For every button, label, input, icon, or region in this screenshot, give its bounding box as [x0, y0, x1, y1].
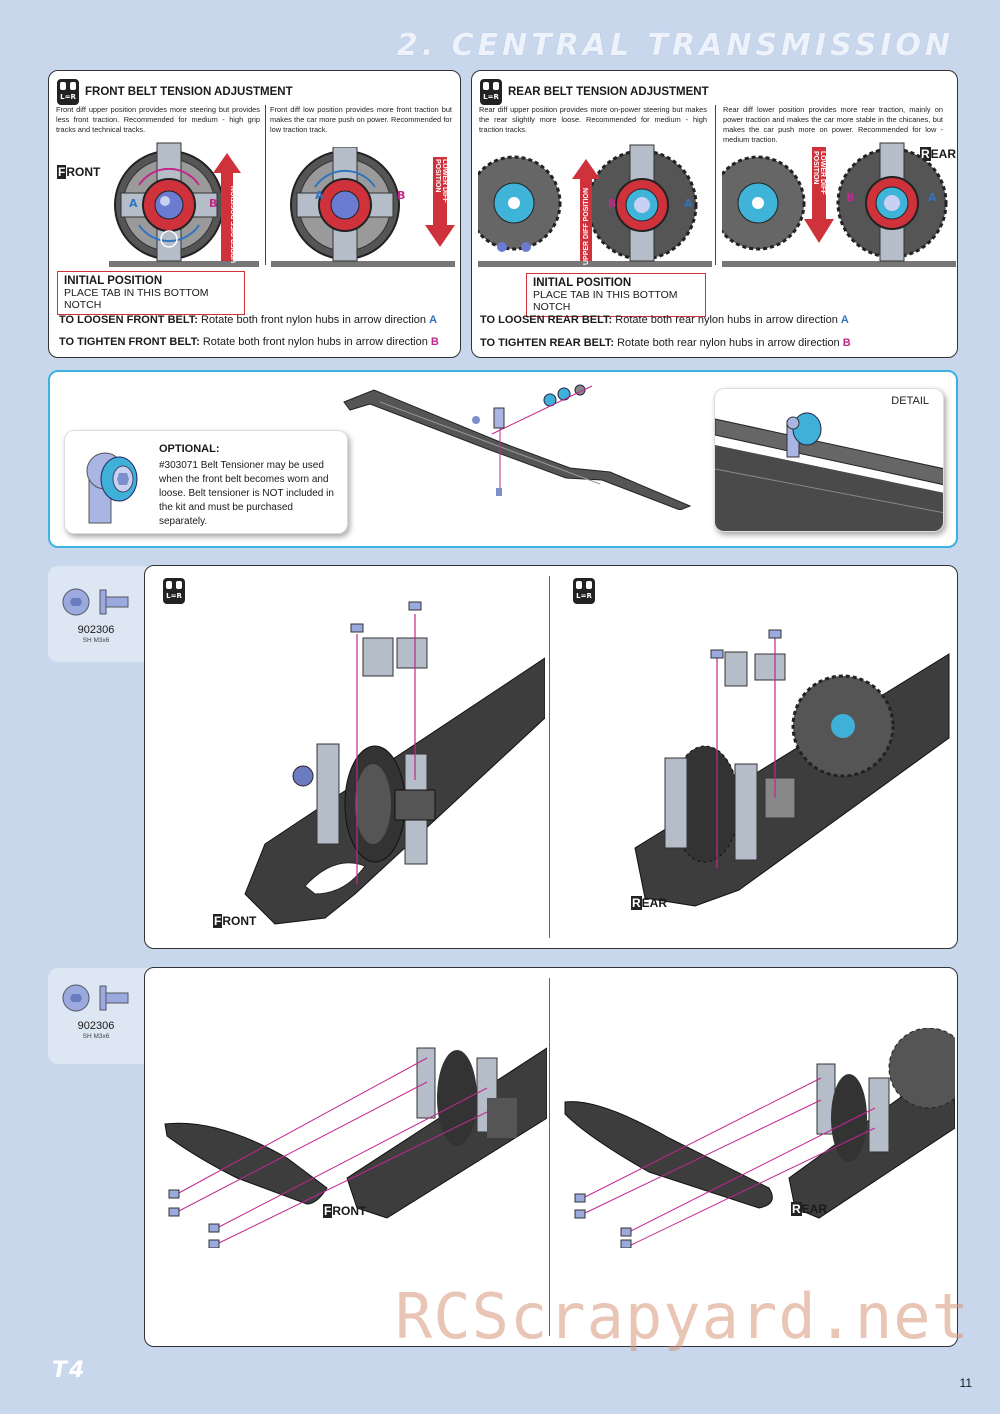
front-side-label: FRONT: [58, 165, 101, 179]
front-lower-description: Front diff low position provides more fr…: [270, 105, 452, 134]
page-number: 11: [959, 1376, 972, 1390]
rear-belt-panel: L=R REAR BELT TENSION ADJUSTMENT Rear di…: [471, 70, 958, 358]
front-lower-arrow-label: LOWER DIFF POSITION: [434, 159, 448, 203]
rear-tighten-label: TO TIGHTEN REAR BELT:: [480, 337, 615, 349]
step2-rear-label: REAR: [792, 1202, 828, 1216]
front-panel-divider: [265, 105, 266, 265]
step2-rear-assembly: [564, 1028, 955, 1248]
front-tighten-text: Rotate both front nylon hubs in arrow di…: [202, 336, 428, 348]
rear-tighten-letter: B: [842, 337, 851, 349]
step1-rear-label: REAR: [632, 896, 668, 910]
front-belt-panel: L=R FRONT BELT TENSION ADJUSTMENT Front …: [48, 70, 461, 358]
front-initial-title: INITIAL POSITION: [64, 275, 163, 287]
front-diff-lower-illustration: [271, 147, 455, 267]
step1-front-lr-icon: L=R: [163, 578, 185, 604]
detail-callout: DETAIL: [714, 388, 944, 532]
detail-label: DETAIL: [891, 395, 929, 407]
front-loosen-text: Rotate both front nylon hubs in arrow di…: [201, 314, 427, 326]
step2-divider: [549, 978, 550, 1336]
rear-loosen-label: TO LOOSEN REAR BELT:: [480, 314, 613, 326]
front-loosen-instruction: TO LOOSEN FRONT BELT: Rotate both front …: [59, 314, 437, 326]
chassis-plate-tensioner-exploded: [343, 384, 692, 510]
rear-tighten-instruction: TO TIGHTEN REAR BELT: Rotate both rear n…: [480, 337, 851, 349]
step1-rear-lr-icon: L=R: [573, 578, 595, 604]
page-title: 2. CENTRAL TRANSMISSION: [396, 28, 954, 63]
step2-panel: FRONT REAR: [144, 967, 958, 1347]
rear-loosen-text: Rotate both rear nylon hubs in arrow dir…: [615, 314, 838, 326]
lr-symmetry-icon: L=R: [57, 79, 79, 105]
rear-upper-hub-b: B: [608, 197, 617, 210]
rear-upper-hub-a: A: [684, 197, 693, 210]
optional-title: OPTIONAL:: [159, 443, 220, 455]
front-lower-hub-a: A: [315, 189, 324, 202]
front-tighten-letter: B: [430, 336, 439, 348]
front-panel-title: FRONT BELT TENSION ADJUSTMENT: [85, 86, 293, 98]
rear-upper-arrow-label: UPPER DIFF POSITION: [583, 187, 590, 265]
step1-front-label: FRONT: [214, 914, 257, 928]
step1-divider: [549, 576, 550, 938]
step2-front-label: FRONT: [324, 1204, 367, 1218]
rear-tighten-text: Rotate both rear nylon hubs in arrow dir…: [617, 337, 840, 349]
step2-part-desc: SH M3x6: [82, 1033, 110, 1040]
rear-loosen-instruction: TO LOOSEN REAR BELT: Rotate both rear ny…: [480, 314, 849, 326]
front-tighten-instruction: TO TIGHTEN FRONT BELT: Rotate both front…: [59, 336, 439, 348]
step2-parts-tab: 902306 SH M3x6: [48, 968, 158, 1064]
rear-initial-sub: PLACE TAB IN THIS BOTTOM NOTCH: [533, 289, 678, 313]
step2-part-code: 902306: [77, 1020, 115, 1032]
rear-upper-description: Rear diff upper position provides more o…: [479, 105, 707, 134]
optional-tensioner-panel: OPTIONAL: #303071 Belt Tensioner may be …: [48, 370, 958, 548]
front-upper-description: Front diff upper position provides more …: [56, 105, 260, 134]
step2-front-assembly: [164, 1047, 547, 1248]
step1-part-code: 902306: [77, 624, 115, 636]
front-upper-hub-a: A: [129, 197, 138, 210]
rear-side-label: REAR: [921, 147, 957, 161]
front-initial-position-callout: INITIAL POSITION PLACE TAB IN THIS BOTTO…: [57, 271, 245, 315]
rear-lower-description: Rear diff lower position provides more r…: [723, 105, 943, 144]
front-initial-sub: PLACE TAB IN THIS BOTTOM NOTCH: [64, 287, 209, 311]
front-panel-header: L=R FRONT BELT TENSION ADJUSTMENT: [57, 79, 293, 105]
optional-callout: OPTIONAL: #303071 Belt Tensioner may be …: [64, 430, 348, 534]
screw-head-icon: [62, 588, 129, 616]
front-upper-arrow-label: UPPER DIFF POSITION: [231, 185, 238, 263]
rear-panel-title: REAR BELT TENSION ADJUSTMENT: [508, 86, 709, 98]
step1-rear-assembly: [634, 629, 950, 907]
watermark: RCScrapyard.net: [395, 1280, 970, 1353]
rear-diff-lower-illustration: [722, 142, 956, 267]
lr-symmetry-icon: L=R: [480, 79, 502, 105]
front-upper-hub-b: B: [209, 197, 218, 210]
screw-head-icon: [62, 984, 129, 1012]
rear-lower-hub-b: B: [846, 191, 855, 204]
step1-part-desc: SH M3x6: [82, 637, 110, 644]
front-loosen-letter: A: [429, 314, 438, 326]
rear-diff-upper-illustration: [478, 144, 712, 267]
t4-logo: T4: [52, 1358, 87, 1383]
front-lower-hub-b: B: [397, 189, 406, 202]
rear-panel-header: L=R REAR BELT TENSION ADJUSTMENT: [480, 79, 709, 105]
optional-text: #303071 Belt Tensioner may be used when …: [159, 460, 334, 527]
step1-front-assembly: [244, 601, 545, 925]
rear-loosen-letter: A: [840, 314, 849, 326]
rear-initial-position-callout: INITIAL POSITION PLACE TAB IN THIS BOTTO…: [526, 273, 706, 317]
rear-lower-hub-a: A: [928, 191, 937, 204]
front-diff-upper-illustration: [109, 142, 259, 267]
step1-parts-tab: 902306 SH M3x6: [48, 566, 158, 662]
front-loosen-label: TO LOOSEN FRONT BELT:: [59, 314, 198, 326]
rear-lower-arrow-label: LOWER DIFF POSITION: [812, 151, 826, 195]
belt-tensioner-icon: [86, 452, 138, 524]
step1-panel: L=R L=R FRONT REAR: [144, 565, 958, 949]
front-tighten-label: TO TIGHTEN FRONT BELT:: [59, 336, 200, 348]
rear-panel-divider: [715, 105, 716, 265]
rear-initial-title: INITIAL POSITION: [533, 277, 632, 289]
detail-belt-illustration: [715, 412, 943, 531]
